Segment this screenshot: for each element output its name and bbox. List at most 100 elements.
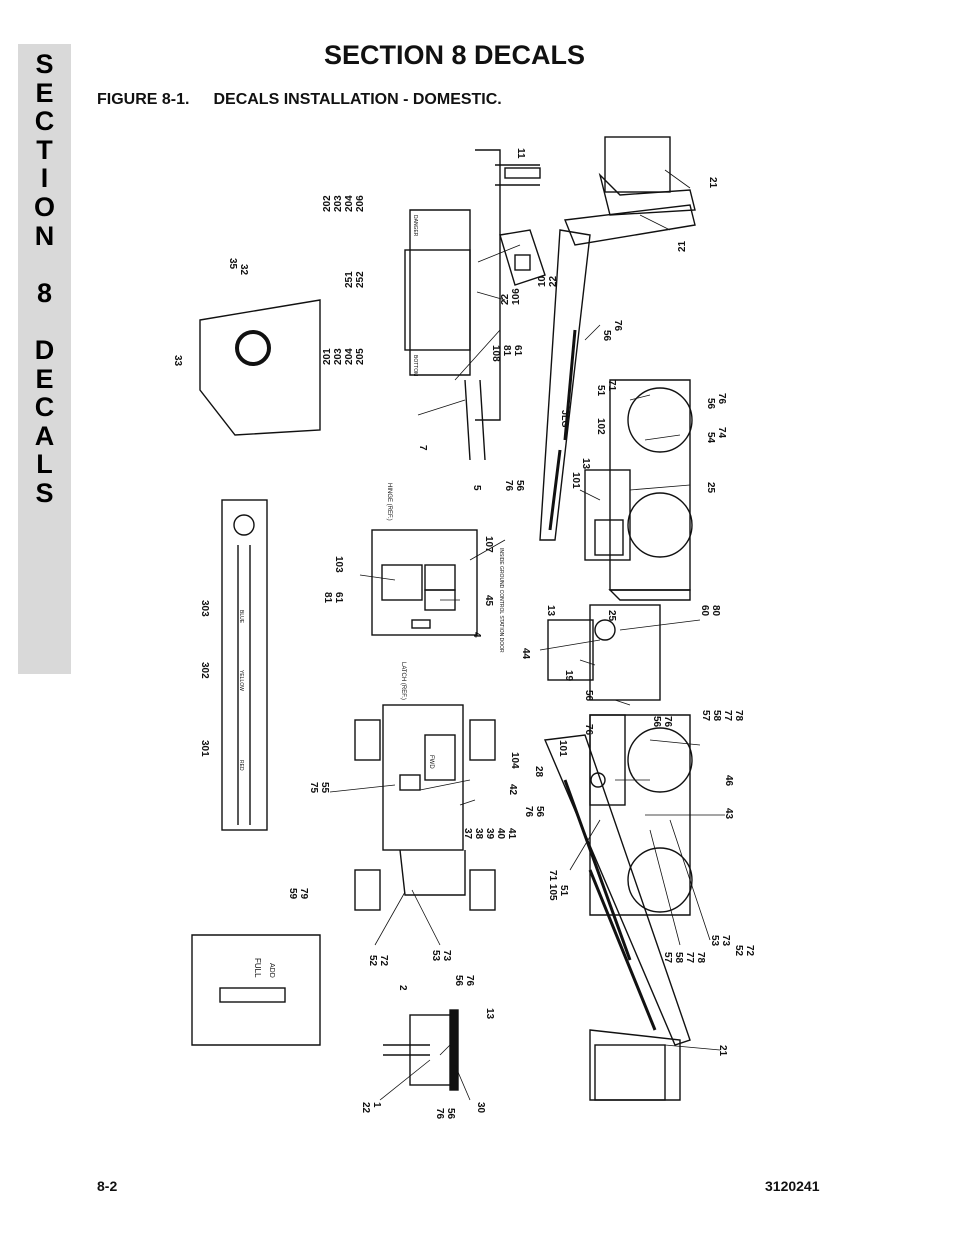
wheel-lower-2 bbox=[627, 847, 693, 913]
svg-text:ADD: ADD bbox=[268, 963, 275, 978]
svg-text:78: 78 bbox=[733, 710, 744, 722]
svg-text:55: 55 bbox=[319, 782, 330, 794]
level-decal-detail bbox=[191, 934, 321, 1046]
svg-text:72: 72 bbox=[378, 955, 389, 967]
svg-text:57: 57 bbox=[662, 952, 673, 964]
platform-console bbox=[409, 209, 471, 376]
svg-text:33: 33 bbox=[172, 355, 183, 367]
svg-text:5: 5 bbox=[471, 485, 482, 491]
side-tab-letter: T bbox=[36, 134, 53, 165]
svg-text:76: 76 bbox=[434, 1108, 445, 1120]
svg-text:43: 43 bbox=[723, 808, 734, 820]
svg-text:21: 21 bbox=[707, 177, 718, 189]
side-tab-letter bbox=[18, 307, 71, 336]
page-title: SECTION 8 DECALS bbox=[324, 40, 586, 70]
side-tab-letter: I bbox=[40, 163, 49, 194]
svg-text:76: 76 bbox=[464, 975, 475, 987]
boom-tip-top bbox=[564, 204, 696, 246]
side-tab-letter: C bbox=[34, 106, 55, 137]
svg-text:204: 204 bbox=[344, 348, 355, 365]
side-tab-letter: E bbox=[35, 363, 54, 394]
side-tab-letter: N bbox=[34, 220, 55, 251]
svg-text:76: 76 bbox=[612, 320, 623, 332]
side-tab-letter: E bbox=[35, 77, 54, 108]
svg-text:22: 22 bbox=[548, 275, 559, 287]
svg-text:44: 44 bbox=[520, 648, 531, 660]
svg-text:25: 25 bbox=[606, 610, 617, 622]
svg-text:37: 37 bbox=[462, 828, 473, 840]
svg-text:107: 107 bbox=[483, 536, 494, 553]
svg-text:DANGER: DANGER bbox=[412, 215, 418, 237]
svg-text:71 105: 71 105 bbox=[547, 870, 558, 901]
svg-text:205: 205 bbox=[355, 348, 366, 365]
side-tab-letter: S bbox=[35, 477, 54, 508]
hydraulic-tank-detail bbox=[199, 299, 321, 436]
svg-text:22: 22 bbox=[360, 1102, 371, 1114]
svg-text:JLG: JLG bbox=[560, 410, 570, 428]
svg-text:53: 53 bbox=[709, 935, 720, 947]
svg-text:51: 51 bbox=[595, 385, 606, 397]
svg-text:73: 73 bbox=[441, 950, 452, 962]
svg-text:56: 56 bbox=[534, 806, 545, 818]
side-tab-letter: O bbox=[33, 191, 55, 222]
svg-text:76: 76 bbox=[503, 480, 514, 492]
svg-text:203: 203 bbox=[333, 348, 344, 365]
svg-text:71: 71 bbox=[606, 380, 617, 392]
svg-text:13: 13 bbox=[545, 605, 556, 617]
svg-text:RED: RED bbox=[238, 760, 244, 771]
svg-text:19: 19 bbox=[563, 670, 574, 682]
svg-text:52: 52 bbox=[367, 955, 378, 967]
side-tab-letter: A bbox=[34, 420, 55, 451]
svg-text:251: 251 bbox=[344, 271, 355, 288]
svg-text:61: 61 bbox=[333, 592, 344, 604]
svg-text:LATCH (REF.): LATCH (REF.) bbox=[400, 662, 406, 700]
platform-basket-bottom bbox=[594, 1044, 666, 1101]
svg-text:103: 103 bbox=[333, 556, 344, 573]
svg-text:52: 52 bbox=[733, 945, 744, 957]
svg-text:56: 56 bbox=[705, 398, 716, 410]
svg-text:22: 22 bbox=[500, 293, 511, 305]
figure-title: FIGURE 8-1. DECALS INSTALLATION - DOMESTI… bbox=[97, 91, 502, 109]
svg-text:13: 13 bbox=[484, 1008, 495, 1020]
svg-text:206: 206 bbox=[355, 195, 366, 212]
machine-top-view bbox=[382, 704, 464, 851]
footswitch bbox=[499, 229, 546, 286]
figure-label: FIGURE 8-1. bbox=[97, 91, 190, 108]
svg-text:2: 2 bbox=[397, 985, 408, 991]
svg-text:59: 59 bbox=[287, 888, 298, 900]
svg-text:30: 30 bbox=[475, 1102, 486, 1114]
svg-text:FULL: FULL bbox=[253, 958, 262, 978]
svg-text:204: 204 bbox=[344, 195, 355, 212]
figure-caption: DECALS INSTALLATION - DOMESTIC. bbox=[213, 91, 502, 108]
svg-text:252: 252 bbox=[355, 271, 366, 288]
lower-boom bbox=[543, 734, 691, 1046]
svg-text:303: 303 bbox=[199, 600, 210, 617]
svg-text:41: 41 bbox=[506, 828, 517, 840]
svg-text:56: 56 bbox=[445, 1108, 456, 1120]
decals-installation-diagram: 11 202 203 204 206 21 35 32 251 252 22 1… bbox=[150, 128, 770, 1158]
svg-text:79: 79 bbox=[298, 888, 309, 900]
upper-boom bbox=[539, 229, 591, 541]
svg-text:51: 51 bbox=[558, 885, 569, 897]
diagram-drawing: 11 202 203 204 206 21 35 32 251 252 22 1… bbox=[172, 136, 755, 1120]
svg-text:76: 76 bbox=[716, 393, 727, 405]
svg-text:57: 57 bbox=[700, 710, 711, 722]
svg-text:4: 4 bbox=[471, 632, 482, 638]
svg-text:54: 54 bbox=[705, 432, 716, 444]
svg-text:13: 13 bbox=[580, 458, 591, 470]
svg-text:40: 40 bbox=[495, 828, 506, 840]
svg-text:25: 25 bbox=[705, 482, 716, 494]
svg-text:BLUE: BLUE bbox=[238, 610, 244, 624]
svg-text:35: 35 bbox=[227, 258, 238, 270]
svg-text:81: 81 bbox=[322, 592, 333, 604]
svg-text:BOTTOM: BOTTOM bbox=[412, 355, 418, 376]
svg-text:45: 45 bbox=[483, 595, 494, 607]
svg-text:56: 56 bbox=[601, 330, 612, 342]
pin-detail bbox=[409, 1014, 456, 1086]
svg-text:80: 80 bbox=[710, 605, 721, 617]
page-number: 8-2 bbox=[97, 1178, 118, 1194]
svg-text:75: 75 bbox=[308, 782, 319, 794]
svg-text:101: 101 bbox=[570, 472, 581, 489]
